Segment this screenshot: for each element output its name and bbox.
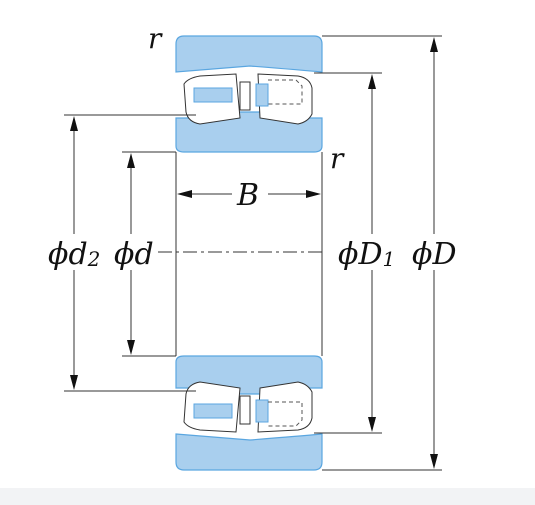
dimension-d2 xyxy=(70,116,78,390)
label-phi-d2: ϕd2 xyxy=(48,237,100,272)
label-D1-base: D xyxy=(357,237,382,272)
label-d2-sub: 2 xyxy=(87,247,101,271)
label-phi-d2-phi: ϕ xyxy=(48,237,68,272)
dimension-D1 xyxy=(368,74,376,432)
cage-left-top xyxy=(193,87,233,103)
dimension-B xyxy=(177,190,321,198)
cage-center-bottom xyxy=(239,395,251,425)
bottom-bearing-section xyxy=(175,355,323,471)
dimension-D xyxy=(430,37,438,469)
label-d-base: d xyxy=(134,237,153,272)
label-phi-d: ϕd xyxy=(114,237,154,272)
label-phi-d-phi: ϕ xyxy=(114,237,134,272)
top-bearing-section xyxy=(175,35,323,153)
label-phi-D: ϕD xyxy=(412,237,457,272)
label-phi-D1: ϕD1 xyxy=(338,237,395,272)
cage-right-bottom xyxy=(255,399,269,423)
cage-left-bottom xyxy=(193,403,233,419)
label-phi-D-phi: ϕ xyxy=(412,237,432,272)
hidden-line-top xyxy=(268,79,303,105)
outer-ring-bottom xyxy=(175,433,323,471)
cage-right-top xyxy=(255,83,269,107)
label-r-side: r xyxy=(330,142,345,175)
label-d2-base: d xyxy=(68,237,87,272)
label-D-base: D xyxy=(431,237,456,272)
label-D1-sub: 1 xyxy=(383,247,396,271)
roller-right-top xyxy=(257,73,313,125)
label-B: B xyxy=(236,178,259,213)
outer-ring-top xyxy=(175,35,323,73)
label-r-top: r xyxy=(148,22,163,55)
hidden-line-bottom xyxy=(268,401,303,427)
label-phi-D1-phi: ϕ xyxy=(338,237,358,272)
roller-right-bottom xyxy=(257,381,313,433)
dimension-d xyxy=(127,153,135,355)
cage-center-top xyxy=(239,81,251,111)
footer-strip xyxy=(0,488,535,505)
